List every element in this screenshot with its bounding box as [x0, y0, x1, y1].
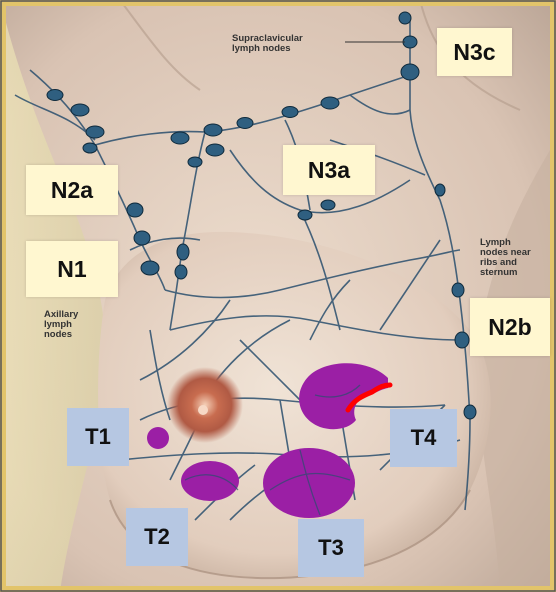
tumor-t2 — [181, 461, 239, 501]
nipple — [198, 405, 208, 415]
stage-label-n1: N1 — [26, 241, 118, 297]
nipple-areola — [167, 367, 243, 443]
stage-label-n3c: N3c — [437, 28, 512, 76]
supraclavicular-label: Supraclavicular lymph nodes — [232, 34, 303, 54]
stage-label-n3a: N3a — [283, 145, 375, 195]
stage-label-t3: T3 — [298, 519, 364, 577]
stage-label-n2b: N2b — [470, 298, 550, 356]
stage-label-n2a: N2a — [26, 165, 118, 215]
stage-label-t2: T2 — [126, 508, 188, 566]
stage-label-t1: T1 — [67, 408, 129, 466]
ribs-sternum-label: Lymph nodes near ribs and sternum — [480, 238, 531, 278]
stage-label-t4: T4 — [390, 409, 457, 467]
axillary-label: Axillary lymph nodes — [44, 310, 78, 340]
tumor-t1 — [147, 427, 169, 449]
